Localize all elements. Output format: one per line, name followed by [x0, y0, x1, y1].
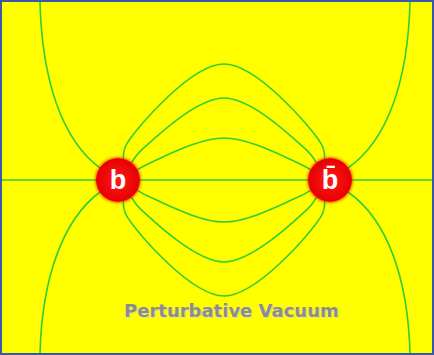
- field-line: [132, 98, 317, 163]
- field-line: [2, 179, 97, 181]
- vacuum-label: Perturbative Vacuum: [122, 300, 341, 321]
- field-line: [348, 192, 410, 353]
- quark-circle: b̄: [308, 158, 352, 202]
- field-line: [40, 2, 100, 168]
- quark-label: b̄: [322, 167, 339, 194]
- field-line: [40, 192, 100, 353]
- field-line: [132, 197, 317, 262]
- quark-circle: b: [96, 158, 140, 202]
- field-line: [348, 2, 410, 168]
- field-line: [123, 64, 324, 159]
- field-line: [140, 179, 308, 181]
- field-line: [137, 190, 310, 222]
- quark-label: b: [110, 167, 127, 194]
- field-line: [351, 179, 432, 181]
- field-line: [137, 138, 310, 170]
- field-line: [123, 201, 324, 296]
